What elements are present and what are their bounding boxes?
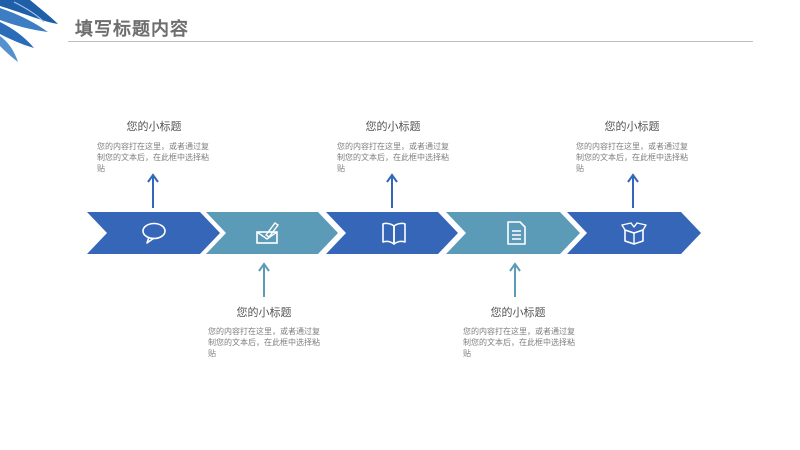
open-book-icon <box>380 219 408 247</box>
arrow-up-icon <box>627 173 639 209</box>
step-5-title: 您的小标题 <box>572 118 692 134</box>
step-3-text: 您的内容打在这里，或者通过复制您的文本后，在此框中选择粘贴 <box>337 141 455 174</box>
step-2-text: 您的内容打在这里，或者通过复制您的文本后，在此框中选择粘贴 <box>208 326 326 359</box>
step-4-title: 您的小标题 <box>458 304 578 320</box>
step-1-text: 您的内容打在这里，或者通过复制您的文本后，在此框中选择粘贴 <box>97 141 215 174</box>
document-icon <box>502 219 530 247</box>
chat-bubble-icon <box>140 219 168 247</box>
open-box-icon <box>620 219 648 247</box>
arrow-up-icon <box>386 173 398 209</box>
arrow-up-icon <box>509 262 521 298</box>
arrow-up-icon <box>147 173 159 209</box>
step-2-title: 您的小标题 <box>204 304 324 320</box>
arrow-up-icon <box>258 262 270 298</box>
step-1-title: 您的小标题 <box>94 118 214 134</box>
step-5-text: 您的内容打在这里，或者通过复制您的文本后，在此框中选择粘贴 <box>576 141 694 174</box>
envelope-pencil-icon <box>254 219 282 247</box>
step-4-text: 您的内容打在这里，或者通过复制您的文本后，在此框中选择粘贴 <box>463 326 581 359</box>
step-3-title: 您的小标题 <box>333 118 453 134</box>
